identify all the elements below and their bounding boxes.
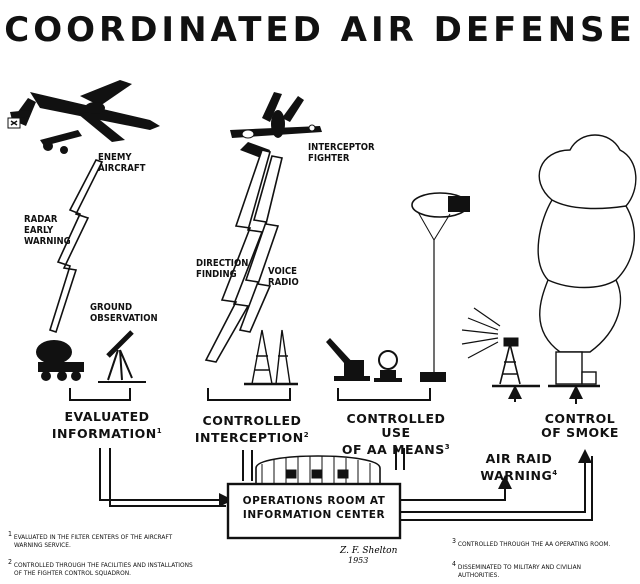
aa-gun-icon xyxy=(326,338,370,381)
radar-truck-icon xyxy=(36,340,84,381)
footnote-2: 2 CONTROLLED THROUGH THE FACILITIES AND … xyxy=(8,558,193,578)
radar-early-warning-bolt xyxy=(49,159,104,334)
footnote-1: 1 EVALUATED IN THE FILTER CENTERS OF THE… xyxy=(8,530,173,550)
operations-room-box xyxy=(226,482,402,540)
signature-name: Z. F. Shelton xyxy=(339,546,398,556)
group-controlled-interception: CONTROLLED INTERCEPTION2 xyxy=(194,413,310,446)
voice-radio-bolt xyxy=(238,155,283,333)
enemy-aircraft-icon xyxy=(7,80,160,154)
group-controlled-aa-means: CONTROLLED USE OF AA MEANS3 xyxy=(341,411,451,458)
connector-lines xyxy=(69,385,593,521)
barrage-balloon-icon xyxy=(411,192,470,382)
signature-year: 1953 xyxy=(348,556,368,565)
operations-building-icon xyxy=(255,455,381,485)
operations-room-label: OPERATIONS ROOM AT INFORMATION CENTER xyxy=(242,495,386,521)
group-evaluated-information: EVALUATED INFORMATION1 xyxy=(51,409,163,442)
direction-finding-bolt xyxy=(204,149,271,363)
telescope-icon xyxy=(98,330,146,383)
smoke-cloud-icon xyxy=(537,134,637,388)
footnote-3: 3 CONTROLLED THROUGH THE AA OPERATING RO… xyxy=(452,537,611,549)
diagram-title: COORDINATED AIR DEFENSE xyxy=(4,10,636,50)
interceptor-fighter-icon xyxy=(230,92,322,160)
air-raid-siren-icon xyxy=(461,307,540,388)
group-air-raid-warning: AIR RAID WARNING4 xyxy=(480,451,558,484)
group-control-of-smoke: CONTROL OF SMOKE xyxy=(541,411,619,440)
radio-tower-icon xyxy=(244,329,298,386)
searchlight-icon xyxy=(374,350,402,382)
